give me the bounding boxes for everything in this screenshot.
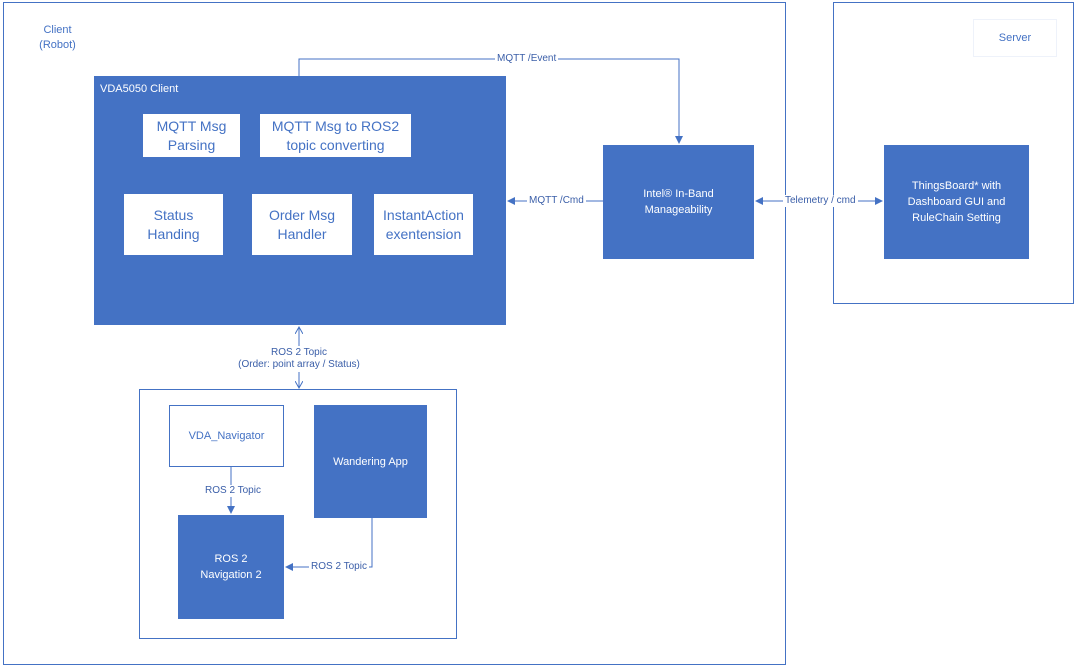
edge-label-ros2-topic-nav: ROS 2 Topic (203, 485, 263, 497)
client-label-line1: Client (43, 23, 72, 36)
status-handing-line1: Status (153, 206, 194, 223)
vda5050-client-title: VDA5050 Client (100, 83, 179, 95)
inband-manageability-block: Intel® In-Band Manageability (603, 145, 754, 259)
edge-mqtt-event (298, 58, 683, 144)
ros2-navigation-block: ROS 2 Navigation 2 (178, 515, 284, 619)
ros2-nav-line1: ROS 2 (214, 553, 248, 565)
edge-label-mqtt-event: MQTT /Event (495, 53, 559, 65)
edge-label-ros2-topic-line2: (Order: point array / Status) (238, 359, 360, 370)
thingsboard-block: ThingsBoard* with Dashboard GUI and Rule… (884, 145, 1029, 259)
vda-navigator-label: VDA_Navigator (188, 430, 265, 442)
inband-line1: Intel® In-Band (643, 188, 714, 200)
mqtt-to-ros2-box: MQTT Msg to ROS2 topic converting (260, 114, 411, 157)
thingsboard-line1: ThingsBoard* with (911, 180, 1002, 192)
wandering-app-block: Wandering App (314, 405, 427, 518)
order-handler-box: Order Msg Handler (252, 194, 352, 255)
edge-label-ros2-topic-wander: ROS 2 Topic (309, 561, 369, 573)
edge-wandering-to-nav2 (285, 518, 373, 571)
mqtt-to-ros2-line1: MQTT Msg to ROS2 (271, 117, 400, 134)
mqtt-parsing-line2: Parsing (167, 136, 216, 153)
client-label-line2: (Robot) (39, 38, 76, 51)
instant-action-line2: exentension (385, 225, 462, 242)
server-label: Server (973, 19, 1057, 57)
edge-label-ros2-topic-line1: ROS 2 Topic (271, 347, 327, 358)
status-handing-box: Status Handing (124, 194, 223, 255)
edge-label-mqtt-cmd: MQTT /Cmd (527, 195, 586, 207)
edge-label-telemetry: Telemetry / cmd (783, 195, 858, 207)
server-label-text: Server (998, 32, 1032, 44)
order-handler-line2: Handler (277, 225, 327, 242)
thingsboard-line3: RuleChain Setting (912, 212, 1001, 224)
ros2-nav-line2: Navigation 2 (200, 569, 262, 581)
thingsboard-line2: Dashboard GUI and (907, 196, 1006, 208)
instant-action-line1: InstantAction (383, 206, 464, 223)
client-label: Client (Robot) (15, 19, 100, 56)
wandering-app-label: Wandering App (333, 455, 408, 468)
mqtt-parsing-line1: MQTT Msg (156, 117, 227, 134)
order-handler-line1: Order Msg (268, 206, 336, 223)
inband-line2: Manageability (644, 204, 713, 216)
vda-navigator-box: VDA_Navigator (169, 405, 284, 467)
edge-label-ros2-topic-main: ROS 2 Topic (Order: point array / Status… (234, 346, 364, 372)
instant-action-box: InstantAction exentension (374, 194, 473, 255)
status-handing-line2: Handing (147, 225, 200, 242)
mqtt-to-ros2-line2: topic converting (286, 136, 385, 153)
mqtt-parsing-box: MQTT Msg Parsing (143, 114, 240, 157)
